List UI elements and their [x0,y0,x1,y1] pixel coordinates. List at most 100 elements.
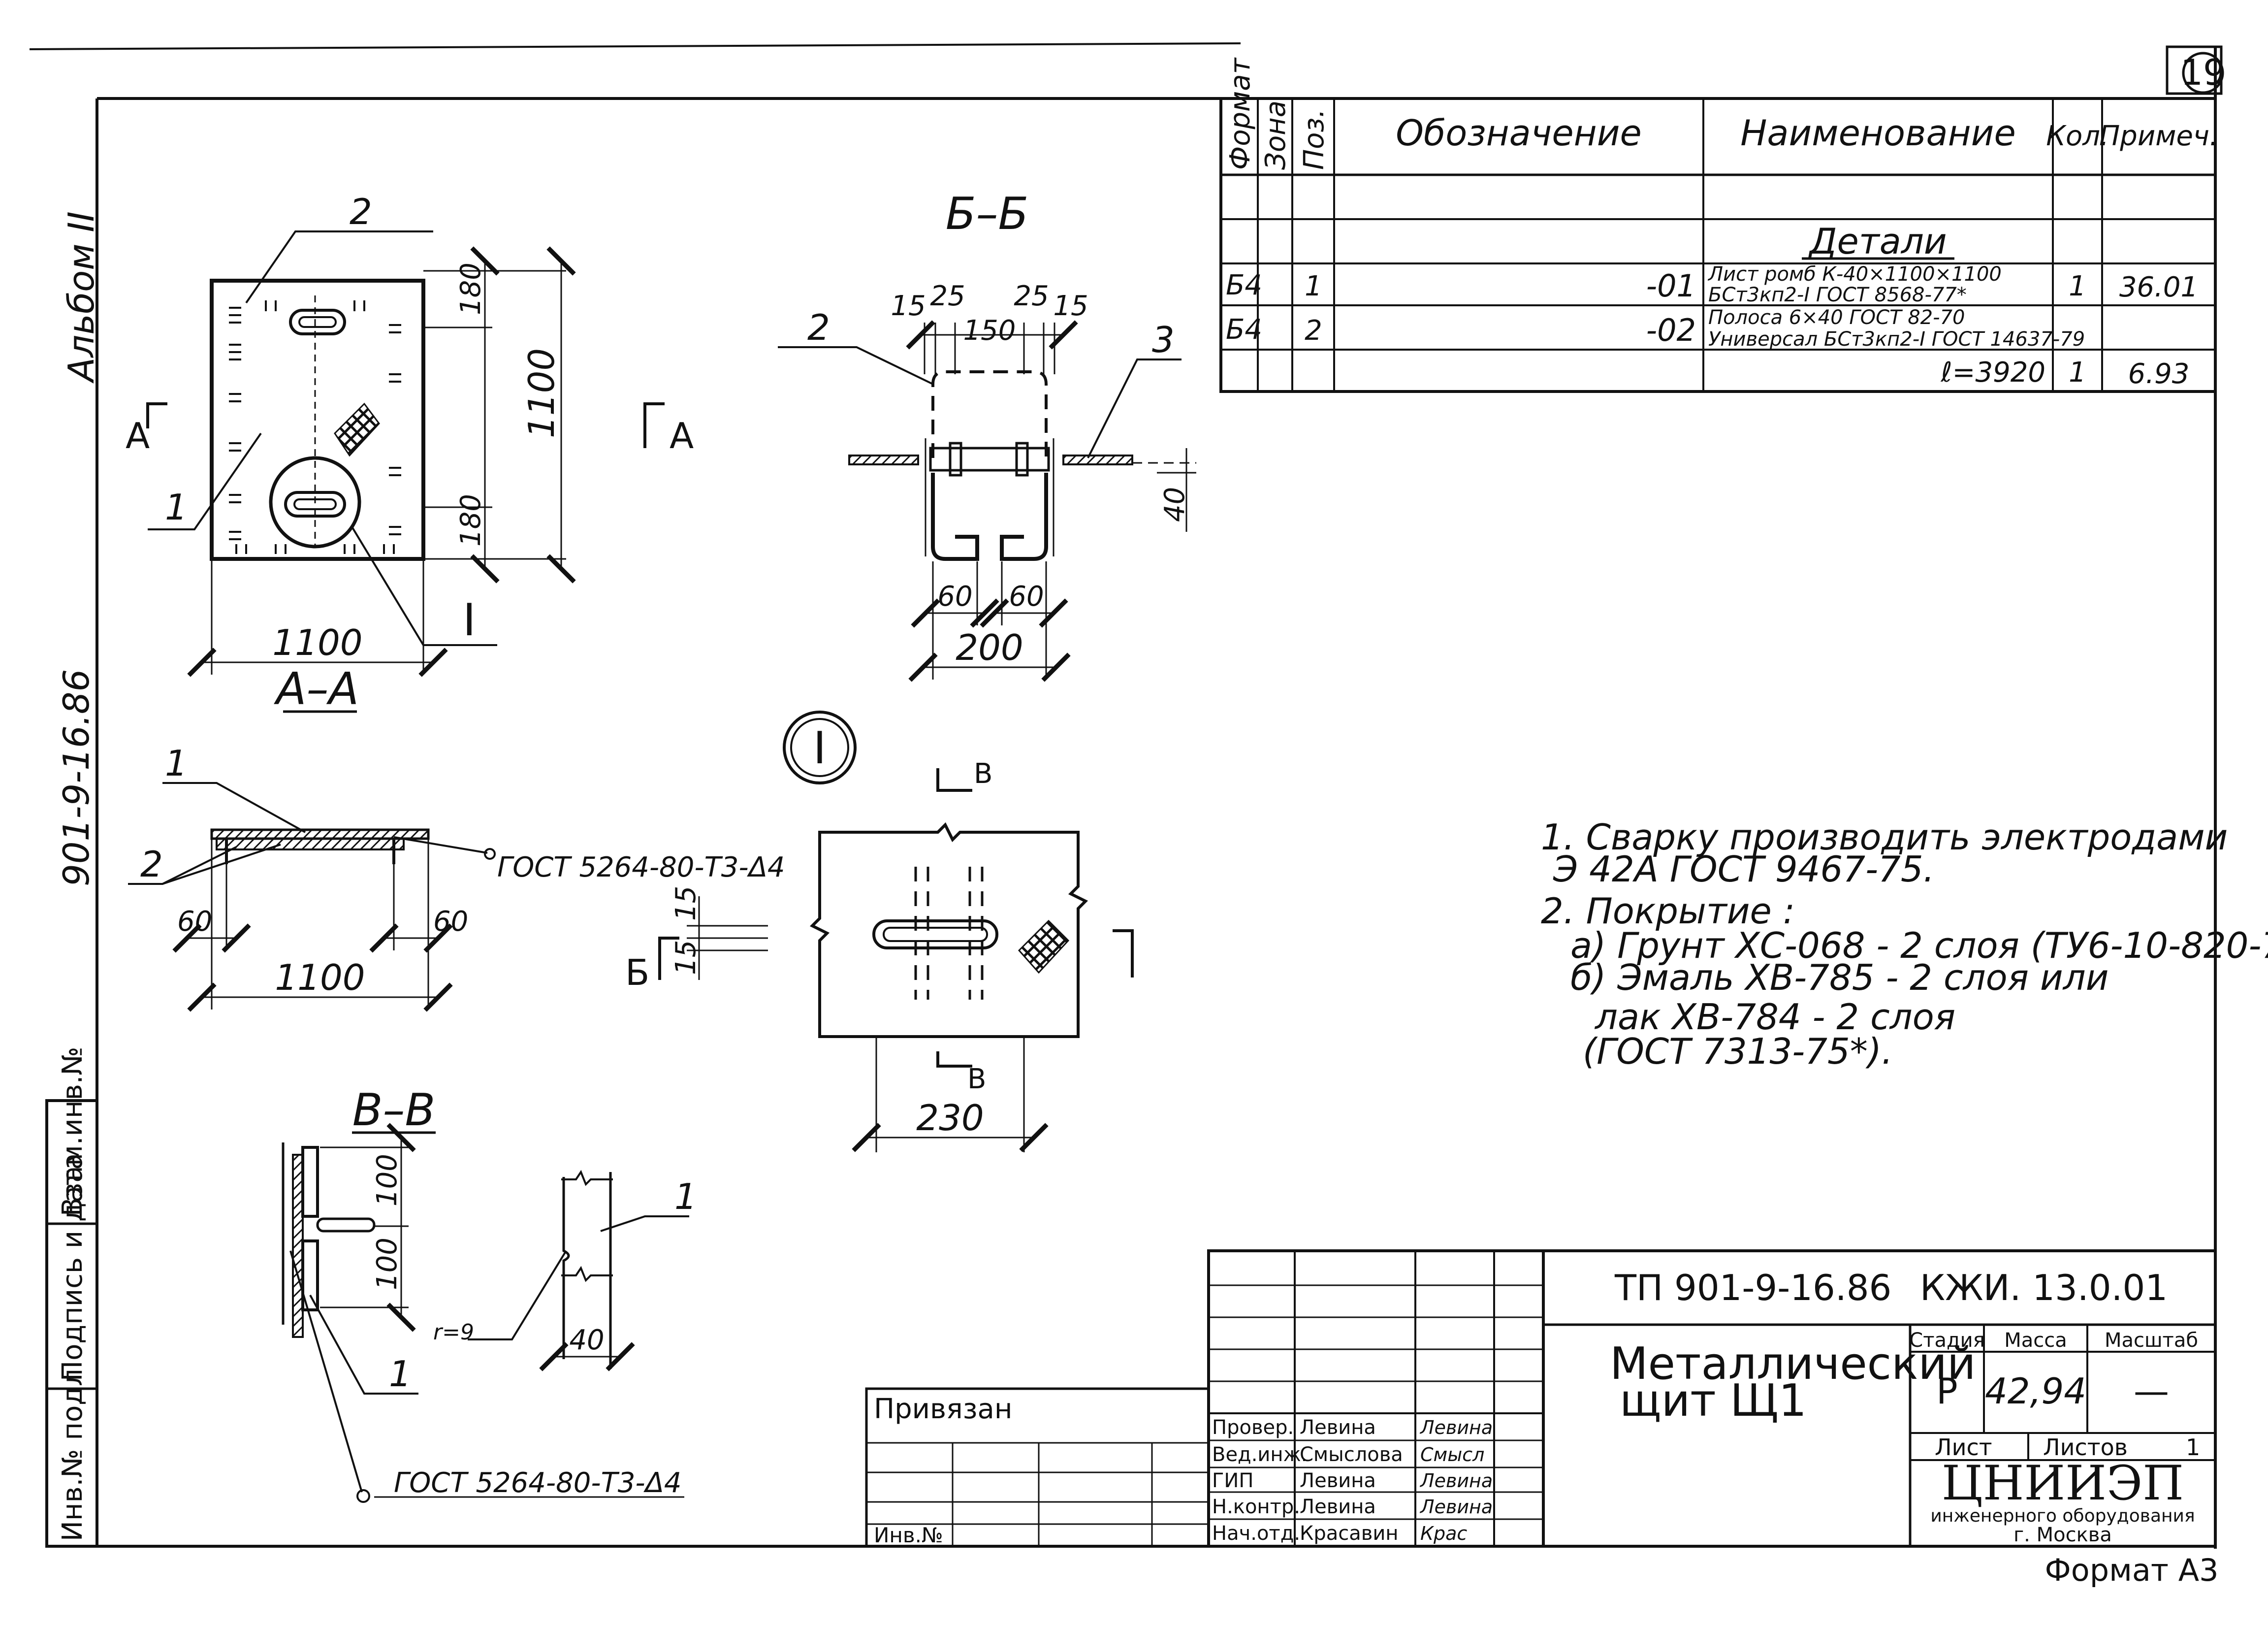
svg-text:I: I [463,594,476,646]
svg-text:r=9: r=9 [433,1320,474,1345]
svg-text:лак ХВ-784 - 2 слоя: лак ХВ-784 - 2 слоя [1594,996,1955,1038]
svg-text:Смыслова: Смыслова [1300,1443,1403,1466]
section-bb: Б–Б 15 25 150 25 15 2 3 [778,188,1196,682]
svg-text:1: 1 [674,1176,697,1217]
plan-view: 2 1 I 180 180 1100 1100 А А А–А [126,191,694,715]
svg-text:1: 1 [2186,1434,2200,1461]
svg-text:15: 15 [891,290,926,322]
svg-text:42,94: 42,94 [1985,1370,2086,1412]
svg-text:15: 15 [670,886,702,921]
svg-text:Левина: Левина [1300,1416,1376,1439]
svg-text:Красавин: Красавин [1300,1522,1399,1545]
privyazan-label: Привязан [874,1393,1012,1425]
svg-text:40: 40 [1159,487,1191,522]
svg-text:А: А [670,415,694,456]
header-designation: Обозначение [1396,112,1642,154]
table-row: Б4 2 -02 Полоса 6×40 ГОСТ 82-70 Универса… [1226,306,2189,390]
spec-table: Формат Зона Поз. Обозначение Наименовани… [1219,57,2218,393]
header-pos: Поз. [1298,109,1330,170]
signer-row: ГИП Левина Левина [1212,1469,1493,1492]
signer-row: Провер. Левина Левина [1212,1416,1493,1439]
svg-text:2. Покрытие :: 2. Покрытие : [1541,890,1795,932]
svg-text:100: 100 [371,1154,403,1206]
svg-text:Э 42А ГОСТ 9467-75.: Э 42А ГОСТ 9467-75. [1553,848,1935,890]
svg-text:15: 15 [1053,290,1088,322]
doc-code: КЖИ. 13.0.01 [1920,1267,2168,1308]
svg-text:25: 25 [1014,280,1049,312]
svg-text:3: 3 [1152,319,1175,360]
svg-text:А–А: А–А [274,663,359,715]
header-zone: Зона [1260,100,1292,170]
svg-text:Лист: Лист [1935,1434,1992,1461]
svg-text:1: 1 [2069,270,2086,302]
svg-text:25: 25 [930,280,965,312]
svg-text:А: А [126,415,150,456]
svg-text:150: 150 [963,315,1016,347]
svg-text:Масса: Масса [2004,1329,2067,1352]
notes: 1. Сварку производить электродами Э 42А … [1541,816,2268,1072]
album-label: Альбом II [61,211,102,384]
svg-text:б) Эмаль ХВ-785 - 2 слоя или: б) Эмаль ХВ-785 - 2 слоя или [1570,957,2108,998]
svg-text:60: 60 [937,581,972,613]
svg-text:1100: 1100 [521,348,562,438]
svg-text:ГОСТ 5264-80-Т3-Δ4: ГОСТ 5264-80-Т3-Δ4 [394,1467,682,1499]
svg-text:1100: 1100 [275,957,365,998]
header-format: Формат [1224,57,1256,170]
svg-text:БСт3кп2-I ГОСТ 8568-77*: БСт3кп2-I ГОСТ 8568-77* [1708,284,1967,306]
svg-text:180: 180 [455,494,487,547]
signer-row: Н.контр. Левина Левина [1212,1496,1493,1518]
svg-text:Левина: Левина [1419,1470,1493,1492]
svg-text:200: 200 [956,627,1023,668]
sheet-number: 19 [2166,45,2226,95]
org-name: ЦНИИЭП [1942,1456,2184,1511]
section-aa: 1 2 ГОСТ 5264-80-Т3-Δ4 60 60 1100 [128,743,785,1012]
svg-text:Нач.отд.: Нач.отд. [1212,1522,1300,1545]
svg-text:В–В: В–В [352,1084,436,1136]
section-details-title: Детали [1808,221,1947,262]
svg-text:40: 40 [569,1324,604,1356]
svg-text:1: 1 [165,487,188,528]
svg-text:Левина: Левина [1419,1417,1493,1438]
svg-text:36.01: 36.01 [2119,271,2198,303]
svg-text:I: I [813,722,827,774]
svg-text:60: 60 [433,906,468,938]
svg-text:Универсал БСт3кп2-I ГОСТ 14637: Универсал БСт3кп2-I ГОСТ 14637-79 [1708,328,2085,351]
svg-text:Провер.: Провер. [1212,1416,1294,1439]
svg-text:1: 1 [1305,270,1322,302]
svg-text:Левина: Левина [1300,1496,1376,1518]
header-name: Наименование [1740,112,2016,154]
org-line3: г. Москва [2013,1524,2112,1546]
svg-text:Листов: Листов [2043,1434,2128,1461]
svg-text:Б4: Б4 [1226,314,1262,346]
svg-text:(ГОСТ 7313-75*).: (ГОСТ 7313-75*). [1583,1031,1893,1072]
svg-text:19: 19 [2180,52,2226,93]
length-label: ℓ=3920 [1940,357,2045,389]
svg-text:2: 2 [807,307,830,348]
svg-text:Б–Б: Б–Б [946,188,1029,240]
svg-text:Б: Б [625,952,649,993]
inv-no-label: Инв.№ [874,1523,943,1547]
svg-text:Левина: Левина [1419,1496,1493,1518]
svg-text:В: В [967,1063,986,1095]
svg-text:—: — [2134,1370,2169,1412]
svg-text:Полоса 6×40 ГОСТ 82-70: Полоса 6×40 ГОСТ 82-70 [1708,306,1965,329]
signer-row: Вед.инж. Смыслова Смысл [1212,1443,1484,1466]
header-qty: Кол. [2046,120,2109,152]
svg-text:2: 2 [140,844,163,885]
table-row: Б4 1 -01 Лист ромб К-40×1100×1100 БСт3кп… [1226,263,2198,306]
svg-text:Левина: Левина [1300,1469,1376,1492]
svg-text:Смысл: Смысл [1420,1444,1484,1465]
svg-text:-02: -02 [1646,312,1696,348]
svg-text:100: 100 [371,1237,403,1290]
svg-text:2: 2 [350,191,372,232]
svg-text:180: 180 [455,262,487,315]
drawing-title-line1: Металлический [1610,1338,1976,1390]
svg-text:Масштаб: Масштаб [2105,1329,2198,1352]
svg-text:-01: -01 [1646,268,1696,304]
format-label: Формат А3 [2044,1552,2218,1588]
svg-text:ГИП: ГИП [1212,1469,1253,1492]
strip-inv-podl: Инв.№ подл [57,1368,89,1541]
svg-text:1: 1 [165,743,188,784]
org-line2: инженерного оборудования [1930,1506,2195,1526]
